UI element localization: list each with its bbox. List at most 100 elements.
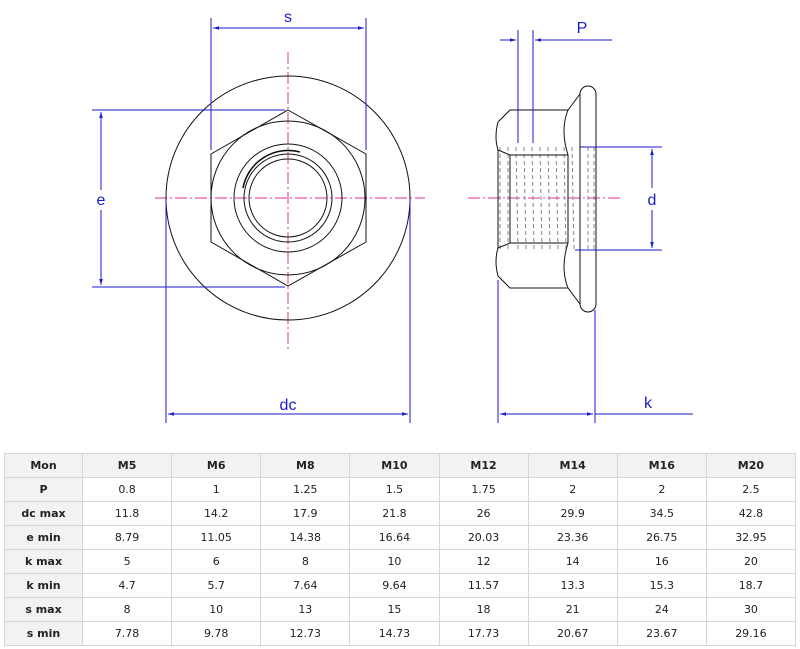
header-cell: Mon: [4, 453, 83, 478]
table-cell: 16: [616, 549, 707, 574]
table-cell: 29.9: [527, 501, 618, 526]
table-cell: 29.16: [705, 621, 797, 646]
row-label: e min: [4, 525, 83, 550]
header-cell: M16: [616, 453, 707, 478]
row-label: k min: [4, 573, 83, 598]
table-cell: 23.36: [527, 525, 618, 550]
side-view: P d k: [468, 20, 693, 423]
label-s: s: [284, 9, 292, 26]
dimension-d: [575, 146, 662, 251]
table-cell: 20: [705, 549, 797, 574]
header-cell: M5: [81, 453, 173, 478]
table-cell: 16.64: [349, 525, 440, 550]
table-cell: 15.3: [616, 573, 707, 598]
table-cell: 7.64: [260, 573, 351, 598]
header-cell: M10: [349, 453, 440, 478]
table-cell: 20.67: [527, 621, 618, 646]
thread-outer-circle: [233, 143, 343, 253]
table-cell: 2: [527, 477, 618, 502]
table-cell: 11.8: [81, 501, 173, 526]
row-label: k max: [4, 549, 83, 574]
dimension-dc: [165, 200, 411, 423]
table-cell: 8: [81, 597, 173, 622]
table-cell: 20.03: [438, 525, 529, 550]
table-cell: 10: [171, 597, 262, 622]
flange-circle: [165, 75, 411, 321]
table-cell: 26.75: [616, 525, 707, 550]
table-cell: 2: [616, 477, 707, 502]
table-cell: 14: [527, 549, 618, 574]
table-cell: 17.73: [438, 621, 529, 646]
header-cell: M6: [171, 453, 262, 478]
table-cell: 1.75: [438, 477, 529, 502]
dimension-p: [500, 30, 612, 143]
table-cell: 18: [438, 597, 529, 622]
table-cell: 21: [527, 597, 618, 622]
table-row: dc max 11.8 14.2 17.9 21.8 26 29.9 34.5 …: [4, 501, 797, 526]
table-cell: 9.78: [171, 621, 262, 646]
table-cell: 14.2: [171, 501, 262, 526]
table-cell: 30: [705, 597, 797, 622]
table-cell: 14.38: [260, 525, 351, 550]
table-header-row: Mon M5 M6 M8 M10 M12 M14 M16 M20: [4, 453, 797, 478]
row-label: dc max: [4, 501, 83, 526]
dimension-k: [497, 280, 693, 423]
hex-chamfer-circle: [210, 120, 366, 276]
header-cell: M14: [527, 453, 618, 478]
table-cell: 18.7: [705, 573, 797, 598]
table-cell: 15: [349, 597, 440, 622]
label-k: k: [644, 395, 653, 412]
label-dc: dc: [280, 397, 297, 414]
hex-outline: [210, 109, 367, 287]
table-cell: 10: [349, 549, 440, 574]
thread-partial-arc: [242, 149, 301, 189]
spec-table-container: Mon M5 M6 M8 M10 M12 M14 M16 M20 P 0.8 1…: [4, 453, 797, 646]
dimension-e: [92, 109, 285, 288]
table-cell: 5: [81, 549, 173, 574]
table-row: e min 8.79 11.05 14.38 16.64 20.03 23.36…: [4, 525, 797, 550]
dimension-spec-table: Mon M5 M6 M8 M10 M12 M14 M16 M20 P 0.8 1…: [4, 453, 797, 646]
table-cell: 26: [438, 501, 529, 526]
header-cell: M8: [260, 453, 351, 478]
front-centerlines: [155, 52, 425, 352]
row-label: s max: [4, 597, 83, 622]
table-cell: 13: [260, 597, 351, 622]
thread-mid-circle: [243, 153, 333, 243]
header-cell: M12: [438, 453, 529, 478]
label-e: e: [97, 192, 106, 209]
table-cell: 0.8: [81, 477, 173, 502]
table-cell: 8: [260, 549, 351, 574]
table-cell: 42.8: [705, 501, 797, 526]
table-cell: 4.7: [81, 573, 173, 598]
table-cell: 17.9: [260, 501, 351, 526]
nut-profile: [495, 85, 597, 313]
table-cell: 13.3: [527, 573, 618, 598]
table-cell: 1: [171, 477, 262, 502]
table-cell: 5.7: [171, 573, 262, 598]
dimension-s: [210, 18, 367, 150]
table-cell: 23.67: [616, 621, 707, 646]
table-row: s min 7.78 9.78 12.73 14.73 17.73 20.67 …: [4, 621, 797, 646]
flange-nut-technical-drawing: s e dc: [92, 9, 693, 423]
table-cell: 9.64: [349, 573, 440, 598]
table-cell: 12.73: [260, 621, 351, 646]
table-cell: 21.8: [349, 501, 440, 526]
label-d: d: [648, 192, 657, 209]
table-cell: 24: [616, 597, 707, 622]
header-cell: M20: [705, 453, 797, 478]
table-cell: 7.78: [81, 621, 173, 646]
table-row: s max 8 10 13 15 18 21 24 30: [4, 597, 797, 622]
table-cell: 32.95: [705, 525, 797, 550]
table-cell: 14.73: [349, 621, 440, 646]
front-view: s e dc: [92, 9, 425, 423]
bore-circle: [248, 158, 328, 238]
hidden-threads: [499, 146, 595, 251]
table-cell: 12: [438, 549, 529, 574]
label-p: P: [577, 20, 588, 37]
row-label: P: [4, 477, 83, 502]
table-row: k min 4.7 5.7 7.64 9.64 11.57 13.3 15.3 …: [4, 573, 797, 598]
table-cell: 34.5: [616, 501, 707, 526]
table-cell: 6: [171, 549, 262, 574]
table-row: P 0.8 1 1.25 1.5 1.75 2 2 2.5: [4, 477, 797, 502]
table-cell: 11.57: [438, 573, 529, 598]
